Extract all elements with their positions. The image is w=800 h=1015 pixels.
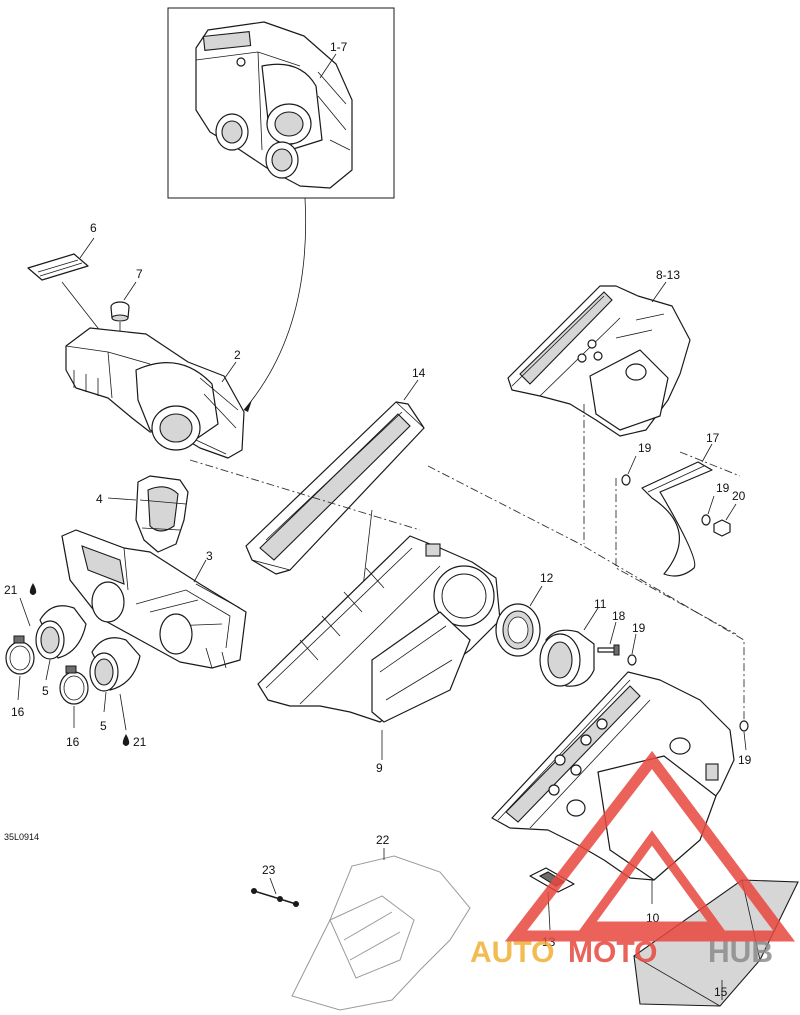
nut-part-20: 20 [713, 489, 746, 537]
washer-part-19-b: 19 [738, 720, 752, 767]
screw-part-18: 18 [597, 609, 626, 656]
watermark-logo: AUTO MOTO HUB [470, 750, 795, 969]
watermark-hub: HUB [708, 936, 773, 969]
clamp-part-16-left: 16 [5, 635, 35, 719]
washer-part-19-d: 19 [701, 481, 730, 526]
callout-9: 9 [376, 761, 383, 775]
drawing-code: 35L0914 [4, 832, 39, 842]
callout-19-a: 19 [632, 621, 646, 635]
washer-part-19-c: 19 [621, 441, 652, 486]
ghost-part-22: 22 [291, 833, 471, 1011]
callout-20: 20 [732, 489, 746, 503]
frame-part-9: 9 [257, 535, 501, 775]
callout-19-c: 19 [638, 441, 652, 455]
callout-3: 3 [206, 549, 213, 563]
callout-8-13: 8-13 [656, 268, 680, 282]
adaptor-part-5-left: 5 [35, 605, 87, 698]
seal-part-12: 12 [495, 571, 554, 657]
callout-19-b: 19 [738, 753, 752, 767]
sticker-part-6: 6 [27, 221, 113, 347]
callout-14: 14 [412, 366, 426, 380]
callout-5-left: 5 [42, 684, 49, 698]
callout-15: 15 [714, 985, 728, 999]
tie-part-23: 23 [251, 863, 299, 907]
housing-part-8-13: 8-13 [507, 268, 691, 437]
callout-2: 2 [234, 348, 241, 362]
callout-1-7: 1-7 [330, 40, 348, 54]
clamp-part-16-right: 16 [59, 665, 89, 749]
callout-16-left: 16 [11, 705, 25, 719]
watermark-auto: AUTO [470, 936, 554, 969]
callout-17: 17 [706, 431, 720, 445]
callout-7: 7 [136, 267, 143, 281]
callout-18: 18 [612, 609, 626, 623]
callout-6: 6 [90, 221, 97, 235]
assembly-arrow [243, 197, 306, 411]
callout-23: 23 [262, 863, 276, 877]
callout-21-top: 21 [4, 583, 18, 597]
filter-part-14: 14 [245, 366, 426, 631]
washer-part-19-a: 19 [627, 621, 646, 666]
airbox-cover-part-2: 2 [65, 327, 245, 459]
grommet-part-7: 7 [110, 267, 143, 356]
callout-21-bottom: 21 [133, 735, 147, 749]
callout-5-right: 5 [100, 719, 107, 733]
assembly-inset: 1-7 [167, 7, 395, 199]
drop-icon [122, 734, 130, 746]
callout-12: 12 [540, 571, 554, 585]
lubricant-callout-21-bottom: 21 [119, 693, 147, 749]
assembly-lines [189, 404, 745, 720]
adaptor-part-5-right: 5 [89, 637, 141, 733]
duct-part-11: 11 [539, 597, 607, 687]
callout-22: 22 [376, 833, 390, 847]
watermark-moto: MOTO [568, 936, 657, 969]
arrow-head-2 [244, 400, 252, 412]
drop-icon [29, 583, 37, 595]
callout-16-right: 16 [66, 735, 80, 749]
callout-4: 4 [96, 492, 103, 506]
lubricant-callout-21-top: 21 [4, 583, 37, 627]
triangle-inner [579, 830, 725, 931]
boot-part-4: 4 [96, 475, 189, 553]
callout-19-d: 19 [716, 481, 730, 495]
bracket-part-17: 17 [641, 431, 720, 577]
triangle-outer [504, 750, 795, 942]
callout-11: 11 [594, 597, 607, 611]
airbox-base-part-3: 3 [61, 529, 247, 669]
